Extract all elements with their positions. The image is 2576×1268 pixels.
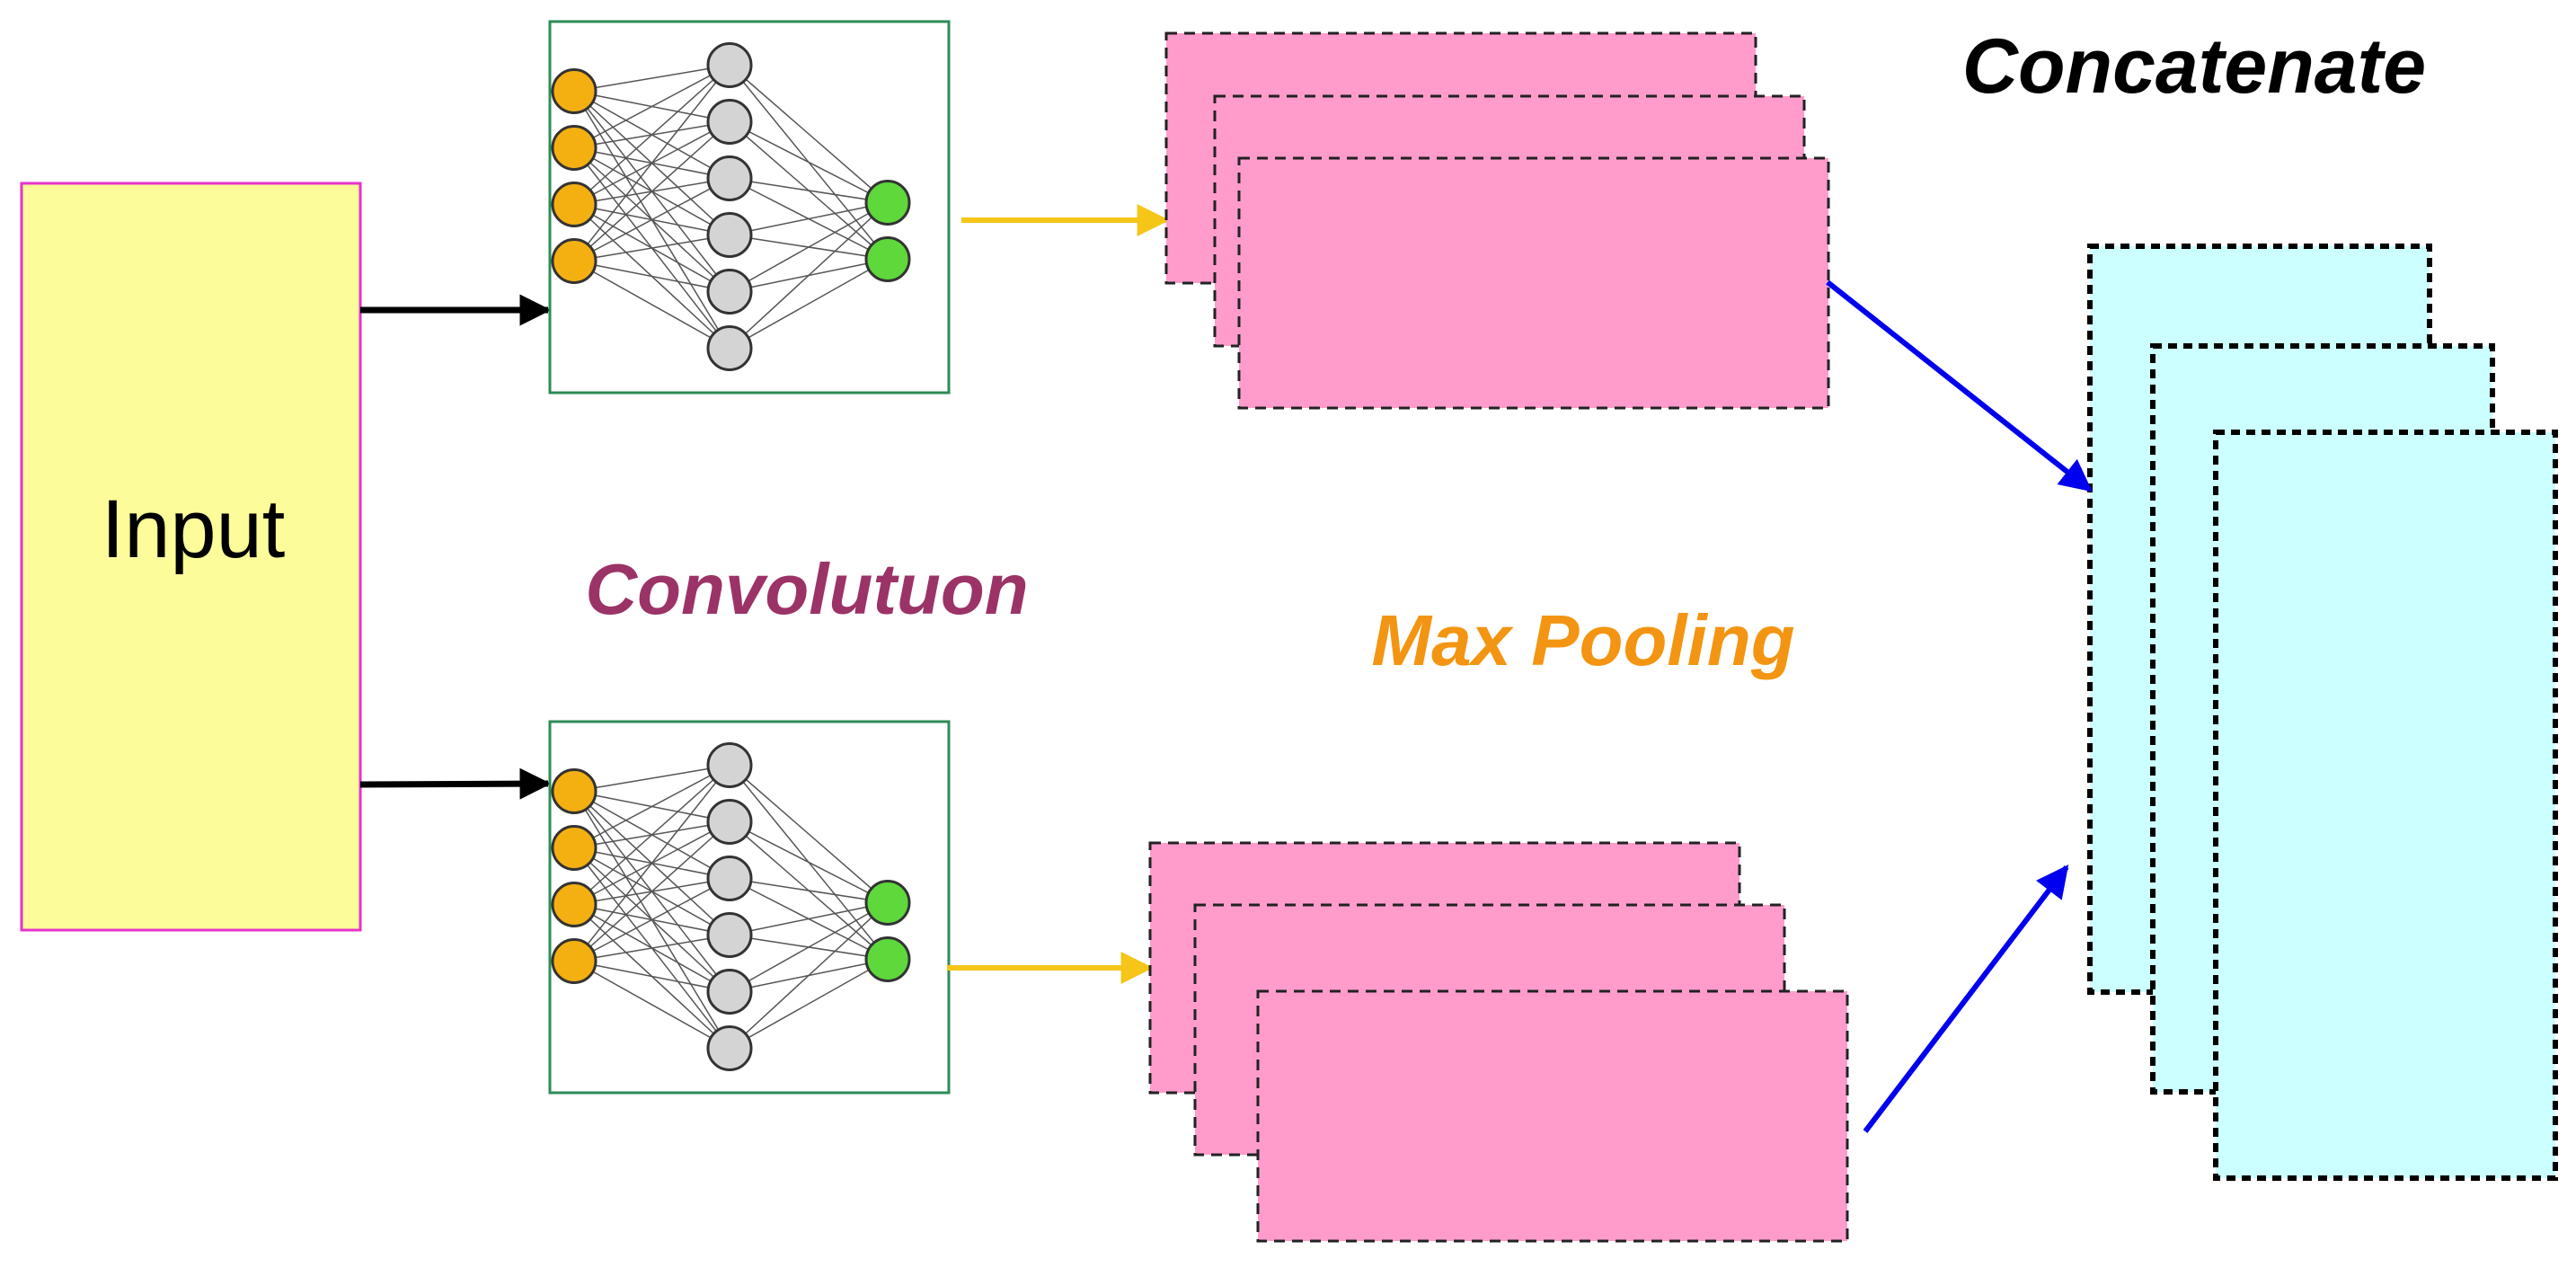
output-node — [864, 936, 911, 982]
arrow-input-to-lower-network — [359, 767, 552, 800]
network-edge — [729, 901, 889, 936]
output-node — [864, 236, 911, 282]
network-edge — [729, 177, 889, 204]
upper-pooling-layer — [1237, 156, 1830, 410]
upper-pooling-stack — [1164, 31, 1830, 410]
convolution-label: Convolutuon — [585, 549, 1028, 629]
hidden-node — [706, 856, 753, 901]
network-edge — [729, 258, 889, 350]
input-node — [551, 238, 598, 284]
network-edge — [729, 901, 889, 993]
upper-network — [548, 20, 951, 395]
hidden-node — [706, 42, 753, 88]
input-node — [551, 182, 598, 227]
network-edge — [729, 64, 889, 204]
hidden-node — [706, 912, 753, 958]
output-node — [864, 180, 911, 226]
input-node — [551, 68, 598, 114]
network-edge — [729, 201, 889, 350]
network-edge — [573, 764, 730, 906]
network-edge — [573, 877, 730, 962]
lower-network — [548, 720, 951, 1095]
network-edge — [573, 177, 730, 262]
network-edge — [573, 820, 730, 962]
concatenate-label: Concatenate — [1962, 23, 2426, 110]
network-edge — [573, 234, 730, 262]
network-edge — [573, 65, 730, 262]
lower-pooling-stack — [1148, 841, 1849, 1243]
network-edge — [729, 201, 889, 293]
hidden-node — [706, 99, 753, 145]
hidden-node — [706, 155, 753, 201]
concat-stack — [2087, 244, 2558, 1181]
concat-layer — [2213, 430, 2558, 1181]
network-edge — [573, 120, 730, 262]
input-node — [551, 768, 598, 814]
arrow-lower-pooling-to-concat — [1863, 865, 2069, 1133]
arrow-upper-pooling-to-concat — [1826, 279, 2093, 492]
network-edge — [573, 934, 730, 962]
network-edge — [573, 260, 730, 350]
network-edge — [729, 201, 889, 236]
network-edge — [573, 64, 730, 206]
network-edge — [729, 820, 889, 904]
network-edge — [573, 64, 730, 93]
lower-pooling-layer — [1256, 989, 1849, 1243]
network-edge — [573, 960, 730, 993]
network-edge — [729, 877, 889, 904]
input-block — [20, 182, 362, 932]
network-edge — [729, 120, 889, 204]
network-edge — [573, 764, 730, 849]
network-edge — [573, 764, 730, 793]
hidden-node — [706, 212, 753, 258]
hidden-node — [706, 325, 753, 371]
input-node — [551, 125, 598, 171]
network-edge — [573, 260, 730, 293]
input-node — [551, 938, 598, 984]
network-edge — [729, 901, 889, 1050]
hidden-node — [706, 269, 753, 315]
hidden-node — [706, 969, 753, 1015]
input-label: Input — [102, 483, 286, 575]
network-edge — [573, 765, 730, 962]
network-edge — [729, 764, 889, 904]
input-node — [551, 825, 598, 871]
max-pooling-label: Max Pooling — [1371, 600, 1794, 680]
network-edge — [729, 958, 889, 1050]
input-node — [551, 882, 598, 927]
hidden-node — [706, 742, 753, 788]
output-node — [864, 880, 911, 926]
hidden-node — [706, 1025, 753, 1071]
hidden-node — [706, 799, 753, 845]
network-edge — [573, 64, 730, 149]
network-edge — [573, 960, 730, 1050]
